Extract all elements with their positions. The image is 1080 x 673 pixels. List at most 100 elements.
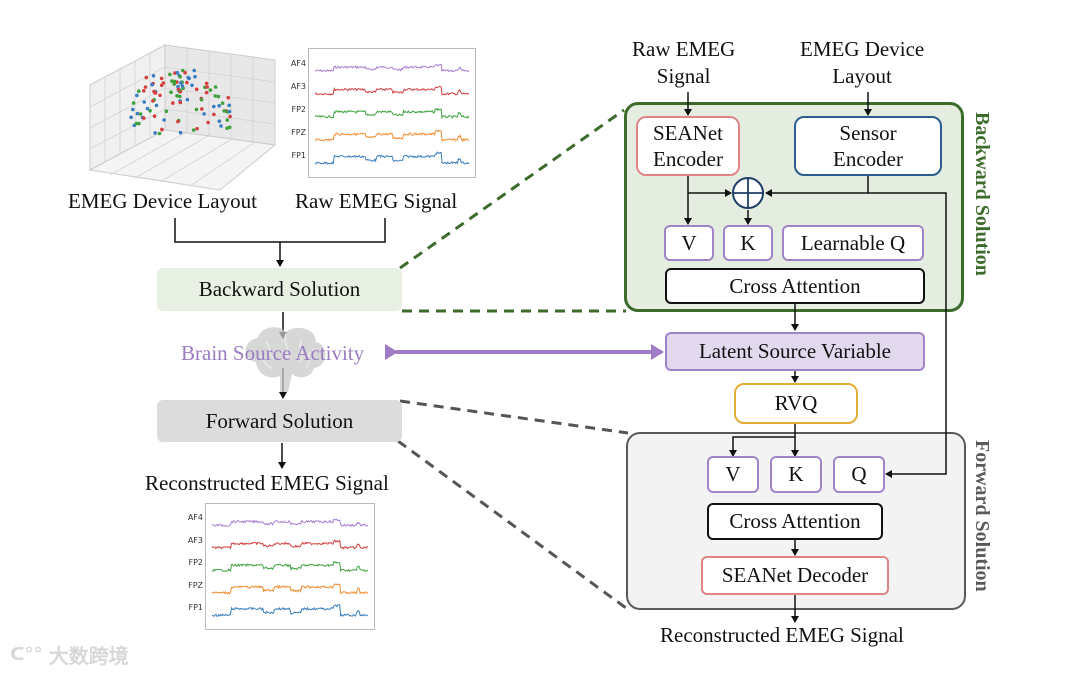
sensor-point — [176, 119, 180, 124]
channel-label: FPZ — [188, 581, 203, 590]
sensor-point — [180, 84, 185, 88]
channel-label: AF4 — [187, 513, 203, 522]
input-raw-line1: Raw EMEG — [632, 37, 736, 61]
sensor-point — [225, 118, 230, 122]
forward-q-box[interactable]: Q — [833, 456, 885, 493]
sensor-point — [178, 100, 183, 105]
forward-panel-title: Forward Solution — [971, 440, 993, 592]
channel-label: AF4 — [290, 59, 306, 68]
seanet-encoder-line1: SEANet — [653, 120, 723, 145]
sensor-point — [135, 111, 140, 116]
sensor-point — [217, 104, 221, 108]
device-layout-label: EMEG Device Layout — [68, 189, 257, 213]
sensor-point — [142, 100, 146, 104]
sensor-point — [143, 85, 148, 89]
sensor-point — [193, 74, 197, 79]
latent-source-variable-box[interactable]: Latent Source Variable — [665, 332, 925, 371]
signal-trace — [211, 539, 368, 550]
sensor-point — [178, 130, 183, 135]
sensor-point — [181, 68, 185, 73]
sensor-point — [213, 94, 218, 98]
sensor-point — [176, 87, 181, 92]
sensor-point — [172, 82, 176, 86]
backward-cross-attention-box[interactable]: Cross Attention — [665, 268, 925, 304]
backward-v-label: V — [681, 230, 697, 255]
learnable-q-box[interactable]: Learnable Q — [782, 225, 924, 261]
sensor-point — [145, 106, 150, 111]
sensor-point — [142, 89, 146, 93]
forward-output-label: Reconstructed EMEG Signal — [660, 623, 904, 647]
forward-k-label: K — [788, 462, 804, 487]
sensor-point — [194, 87, 199, 92]
sensor-point — [212, 112, 216, 117]
sensor-point — [152, 89, 156, 94]
sensor-point — [183, 70, 187, 75]
backward-k-box[interactable]: K — [723, 225, 773, 261]
channel-label: FP2 — [188, 558, 203, 567]
sensor-point — [191, 128, 196, 132]
sensor-point — [151, 74, 156, 78]
sensor-point — [176, 84, 180, 89]
backward-solution-label: Backward Solution — [198, 277, 361, 302]
rvq-label: RVQ — [774, 391, 818, 416]
sensor-point — [131, 107, 135, 112]
sensor-point — [186, 75, 190, 80]
raw-signal-traces — [314, 63, 470, 165]
backward-k-label: K — [740, 230, 756, 255]
input-layout-line1: EMEG Device — [800, 37, 925, 61]
signal-trace — [314, 63, 470, 73]
reconstructed-signal-label: Reconstructed EMEG Signal — [145, 471, 389, 495]
signal-trace — [211, 604, 369, 618]
sensor-point — [185, 97, 190, 102]
sensor-point — [195, 126, 199, 131]
sensor-point — [148, 109, 152, 113]
forward-solution-box[interactable]: Forward Solution — [157, 400, 402, 442]
seanet-decoder-box[interactable]: SEANet Decoder — [701, 556, 889, 595]
sensor-point — [227, 103, 231, 108]
sensor-point — [158, 93, 162, 98]
channel-label: FP2 — [291, 105, 306, 114]
backward-v-box[interactable]: V — [664, 225, 714, 261]
forward-v-label: V — [725, 462, 741, 487]
sensor-point — [157, 131, 162, 136]
sensor-point — [137, 89, 141, 93]
sensor-point — [227, 109, 232, 114]
raw-signal-label: Raw EMEG Signal — [295, 189, 458, 213]
sensor-point — [204, 81, 209, 86]
sensor-point — [225, 126, 229, 130]
rvq-box[interactable]: RVQ — [734, 383, 858, 424]
sensor-point — [137, 121, 141, 126]
sensor-point — [199, 97, 204, 102]
sensor-encoder-box[interactable]: Sensor Encoder — [794, 116, 942, 176]
forward-v-box[interactable]: V — [707, 456, 759, 493]
brain-source-activity-label: Brain Source Activity — [181, 341, 365, 365]
sensor-encoder-line2: Encoder — [833, 147, 903, 171]
seanet-encoder-box[interactable]: SEANet Encoder — [636, 116, 740, 176]
sensor-point — [168, 72, 172, 77]
backward-panel-title: Backward Solution — [971, 112, 993, 276]
sensor-point — [151, 99, 155, 103]
sensor-point — [170, 79, 174, 83]
sensor-point — [169, 90, 173, 94]
sensor-point — [216, 94, 221, 99]
signal-trace — [314, 107, 470, 120]
input-device-layout-label: EMEG Device Layout — [800, 36, 924, 90]
recon-channel-labels: AF4 AF3 FP2 FPZ FP1 — [180, 503, 205, 630]
watermark-text: 大数跨境 — [48, 644, 129, 668]
forward-cross-attention-box[interactable]: Cross Attention — [707, 503, 883, 540]
input-raw-signal-label: Raw EMEG Signal — [632, 36, 735, 90]
channel-label: FPZ — [291, 128, 306, 137]
backward-solution-box[interactable]: Backward Solution — [157, 268, 402, 311]
signal-trace — [314, 129, 470, 142]
channel-label: AF3 — [290, 82, 306, 91]
sensor-point — [135, 93, 139, 98]
channel-label: AF3 — [187, 536, 203, 545]
sensor-point — [144, 75, 149, 80]
seanet-encoder-line2: Encoder — [653, 147, 723, 171]
sensor-points — [129, 68, 232, 136]
sensor-point — [154, 103, 159, 108]
sensor-point — [204, 90, 209, 95]
forward-q-label: Q — [851, 462, 867, 487]
forward-k-box[interactable]: K — [770, 456, 822, 493]
channel-label: FP1 — [188, 603, 203, 612]
